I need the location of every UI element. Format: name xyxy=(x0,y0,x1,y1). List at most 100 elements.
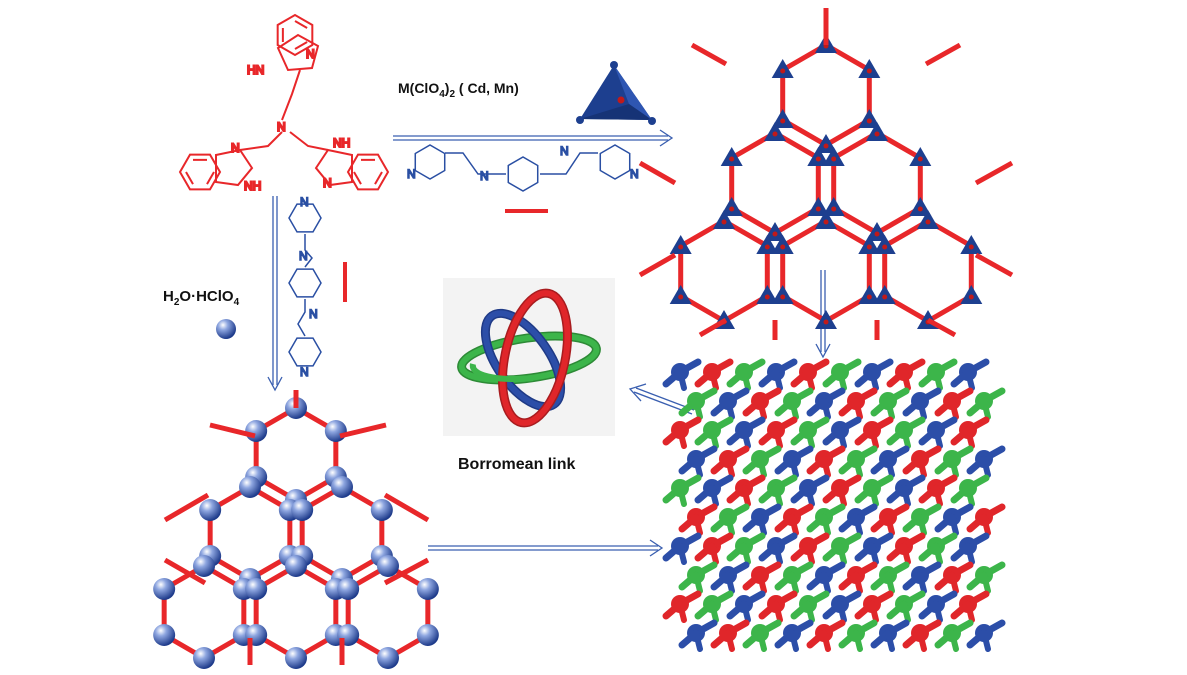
n-label-right: N xyxy=(323,176,332,190)
sphere-node xyxy=(245,578,268,600)
sphere-node xyxy=(285,647,307,669)
metal-center xyxy=(823,319,829,325)
framework-node xyxy=(886,416,926,449)
n-label-v1: N xyxy=(300,195,309,209)
sphere-node xyxy=(239,476,261,498)
framework-node xyxy=(838,445,878,478)
framework-node xyxy=(790,590,830,623)
framework-node xyxy=(934,619,974,652)
metal-center xyxy=(874,131,880,137)
framework-node xyxy=(902,387,942,420)
metal-center xyxy=(968,294,974,300)
framework-node xyxy=(966,387,1006,420)
metal-center xyxy=(780,68,786,74)
sphere-node xyxy=(153,624,176,646)
framework-node xyxy=(838,561,878,594)
metal-center xyxy=(831,206,837,212)
framework-node xyxy=(678,503,718,536)
metal-center xyxy=(721,219,727,225)
framework-node xyxy=(886,474,926,507)
framework-node xyxy=(934,561,974,594)
sphere-node xyxy=(245,420,268,442)
n-label-v4: N xyxy=(300,365,309,379)
framework-node xyxy=(806,387,846,420)
n-label-h4: N xyxy=(630,167,639,181)
framework-node xyxy=(854,358,894,391)
framework-node xyxy=(806,619,846,652)
borromean-rings-icon xyxy=(457,288,601,428)
network-stub xyxy=(974,160,1014,186)
framework-node xyxy=(950,358,990,391)
framework-node xyxy=(774,619,814,652)
framework-node xyxy=(950,416,990,449)
framework-node xyxy=(726,358,766,391)
framework-node xyxy=(854,474,894,507)
framework-node xyxy=(758,532,798,565)
framework-node xyxy=(742,445,782,478)
network-stub xyxy=(698,317,728,338)
metal-center xyxy=(968,244,974,250)
metal-center xyxy=(678,244,684,250)
linker-ligand-vertical: N N N N xyxy=(288,194,322,380)
framework-node xyxy=(662,532,702,565)
framework-node xyxy=(886,590,926,623)
framework-node xyxy=(790,416,830,449)
acid-label: H2O·HClO4 xyxy=(163,288,240,308)
metal-center xyxy=(831,156,837,162)
network-stub xyxy=(209,422,256,439)
sphere-icon xyxy=(216,319,236,339)
n-label-v3: N xyxy=(309,307,318,321)
metal-center xyxy=(764,294,770,300)
framework-node xyxy=(870,387,910,420)
framework-node xyxy=(742,387,782,420)
sphere-node xyxy=(416,578,439,600)
nh-label-right: NH xyxy=(333,136,350,150)
framework-node xyxy=(694,532,734,565)
framework-node xyxy=(886,532,926,565)
framework-node xyxy=(822,590,862,623)
n-label-v2: N xyxy=(299,249,308,263)
framework-node xyxy=(966,561,1006,594)
sphere-node xyxy=(193,647,215,669)
framework-node xyxy=(678,445,718,478)
metal-center xyxy=(780,118,786,124)
framework-node xyxy=(694,358,734,391)
metal-center xyxy=(866,294,872,300)
framework-node xyxy=(806,503,846,536)
framework-node xyxy=(902,503,942,536)
framework-node xyxy=(678,387,718,420)
framework-node xyxy=(918,532,958,565)
metal-center xyxy=(772,231,778,237)
framework-node xyxy=(822,358,862,391)
metal-center xyxy=(823,219,829,225)
sphere-node xyxy=(324,420,347,442)
framework-node xyxy=(662,358,702,391)
sphere-node xyxy=(370,499,393,521)
framework-node xyxy=(694,474,734,507)
framework-node xyxy=(902,561,942,594)
framework-node xyxy=(854,590,894,623)
n-label-h1: N xyxy=(407,167,416,181)
framework-node xyxy=(742,561,782,594)
network-stub xyxy=(383,492,430,523)
framework-node xyxy=(710,445,750,478)
network-stub xyxy=(924,42,962,67)
framework-node xyxy=(822,532,862,565)
sphere-node xyxy=(377,555,399,577)
framework-node xyxy=(710,619,750,652)
framework-node xyxy=(902,619,942,652)
framework-node xyxy=(678,561,718,594)
metal-center xyxy=(925,219,931,225)
tetrahedron-icon xyxy=(576,61,656,125)
framework-node xyxy=(854,416,894,449)
framework-node xyxy=(758,474,798,507)
metal-center xyxy=(866,244,872,250)
metal-center xyxy=(729,156,735,162)
framework-node xyxy=(918,590,958,623)
framework-node xyxy=(726,416,766,449)
interpenetrated-framework xyxy=(662,358,1006,652)
honeycomb-network-bottom xyxy=(153,390,439,669)
